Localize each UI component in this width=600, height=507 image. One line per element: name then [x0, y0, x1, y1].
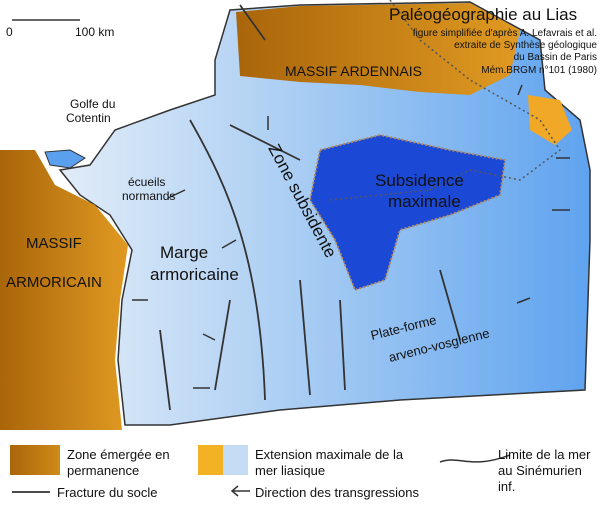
legend-text: mer liasique: [255, 463, 326, 478]
label-subsidence: Subsidence: [375, 171, 464, 190]
legend-text: Extension maximale de la: [255, 447, 404, 462]
label-armoricain: MASSIF: [26, 235, 82, 252]
sinemurian-sea-limit: [329, 0, 562, 201]
credit-line: Mém.BRGM n°101 (1980): [481, 65, 597, 76]
legend-text: Direction des transgressions: [255, 485, 420, 500]
label-subsidence: maximale: [388, 192, 461, 211]
fractures: [159, 4, 461, 411]
eastern-emerged-zone: [528, 95, 572, 145]
map-title: Paléogéographie au Lias: [389, 5, 577, 24]
label-armoricain: ARMORICAIN: [6, 274, 102, 291]
legend-swatch-max-extension: [198, 445, 248, 475]
legend-transgression: Direction des transgressions: [255, 485, 419, 501]
label-ecueils: écueils: [128, 175, 165, 189]
label-ecueils: normands: [122, 189, 175, 203]
legend-text: Zone émergée en: [67, 447, 170, 462]
transgression-arrows: [132, 84, 570, 389]
credit-line: extraite de Synthèse géologique: [454, 40, 597, 51]
legend-text: Fracture du socle: [57, 485, 158, 500]
label-cotentin: Cotentin: [66, 111, 111, 125]
credit-line: du Bassin de Paris: [514, 52, 597, 63]
ardennes-massif: [236, 3, 520, 95]
label-ardennes: MASSIF ARDENNAIS: [285, 63, 422, 79]
legend-swatch-emerged: [10, 445, 60, 475]
label-cotentin: Golfe du: [70, 97, 115, 111]
sea-limit-legend-symbol: [439, 454, 511, 463]
legend-fracture: Fracture du socle: [57, 485, 157, 501]
maximal-subsidence-zone: [308, 133, 507, 292]
label-marge: Marge: [160, 243, 208, 262]
credit-line: figure simplifiée d'après A. Lefavrais e…: [413, 28, 597, 39]
armorican-massif: [0, 150, 128, 430]
arrow-legend-symbol: [230, 485, 250, 497]
legend-text: Limite de la mer: [498, 447, 591, 462]
scale-start: 0: [6, 25, 13, 39]
cotentin-gulf: [44, 149, 86, 169]
legend-text: permanence: [67, 463, 140, 478]
legend-text: au Sinémurien inf.: [498, 463, 582, 494]
label-marge: armoricaine: [150, 265, 239, 284]
scale-end: 100 km: [75, 25, 114, 39]
